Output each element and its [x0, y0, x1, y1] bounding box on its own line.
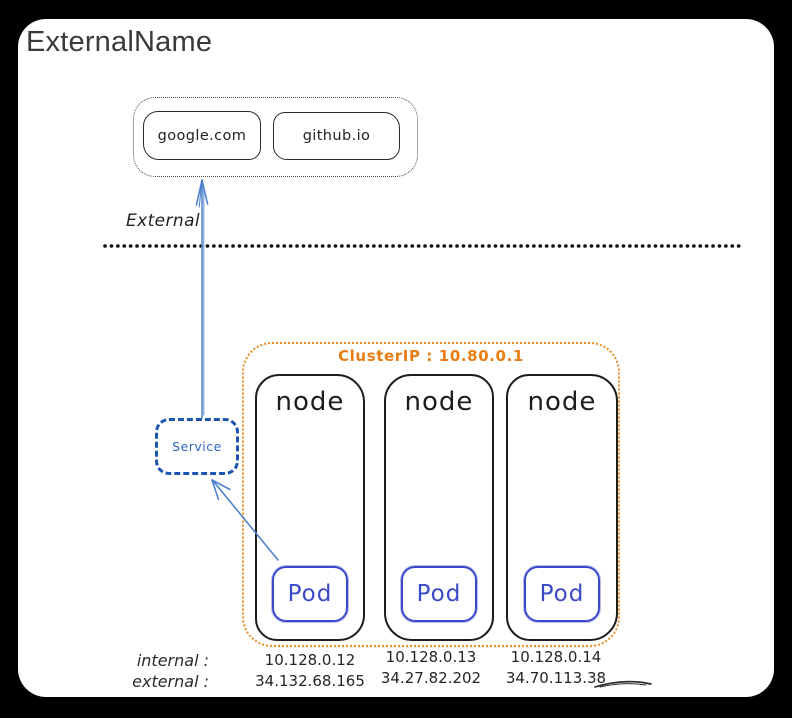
node-1-external-ip: 34.132.68.165 — [255, 672, 365, 690]
pod-box: Pod — [401, 566, 477, 622]
external-zone-label: External — [126, 211, 201, 231]
internal-ip-row-label: internal : — [136, 651, 209, 670]
node-2-internal-ip: 10.128.0.13 — [385, 648, 477, 666]
node-2-ips: 10.128.0.13 34.27.82.202 — [374, 647, 488, 689]
external-services-group: google.com github.io — [133, 97, 418, 177]
node-1-ips: 10.128.0.12 34.132.68.165 — [253, 650, 367, 692]
pod-box: Pod — [272, 566, 348, 622]
node-label: node — [404, 387, 474, 417]
cluster-ip-label: ClusterIP : 10.80.0.1 — [338, 347, 524, 365]
node-3-ips: 10.128.0.14 34.70.113.38 — [499, 647, 613, 689]
domain-box-github: github.io — [273, 112, 400, 160]
node-1-internal-ip: 10.128.0.12 — [264, 651, 356, 669]
node-box-3: node Pod — [506, 374, 618, 641]
page-title: ExternalName — [26, 26, 213, 58]
service-box: Service — [155, 418, 239, 475]
diagram-canvas: ExternalName google.com github.io Extern… — [18, 19, 774, 697]
node-3-external-ip: 34.70.113.38 — [505, 669, 607, 687]
node-label: node — [527, 387, 597, 417]
ip-row-labels: internal : external : — [121, 650, 209, 692]
domain-box-google: google.com — [143, 111, 261, 160]
pod-box: Pod — [524, 566, 600, 622]
node-2-external-ip: 34.27.82.202 — [380, 669, 482, 687]
node-box-1: node Pod — [255, 374, 365, 641]
node-box-2: node Pod — [384, 374, 494, 641]
node-label: node — [275, 387, 345, 417]
external-ip-row-label: external : — [132, 672, 209, 691]
node-3-internal-ip: 10.128.0.14 — [510, 648, 602, 666]
cluster-boundary: ClusterIP : 10.80.0.1 node Pod node Pod … — [242, 342, 620, 647]
